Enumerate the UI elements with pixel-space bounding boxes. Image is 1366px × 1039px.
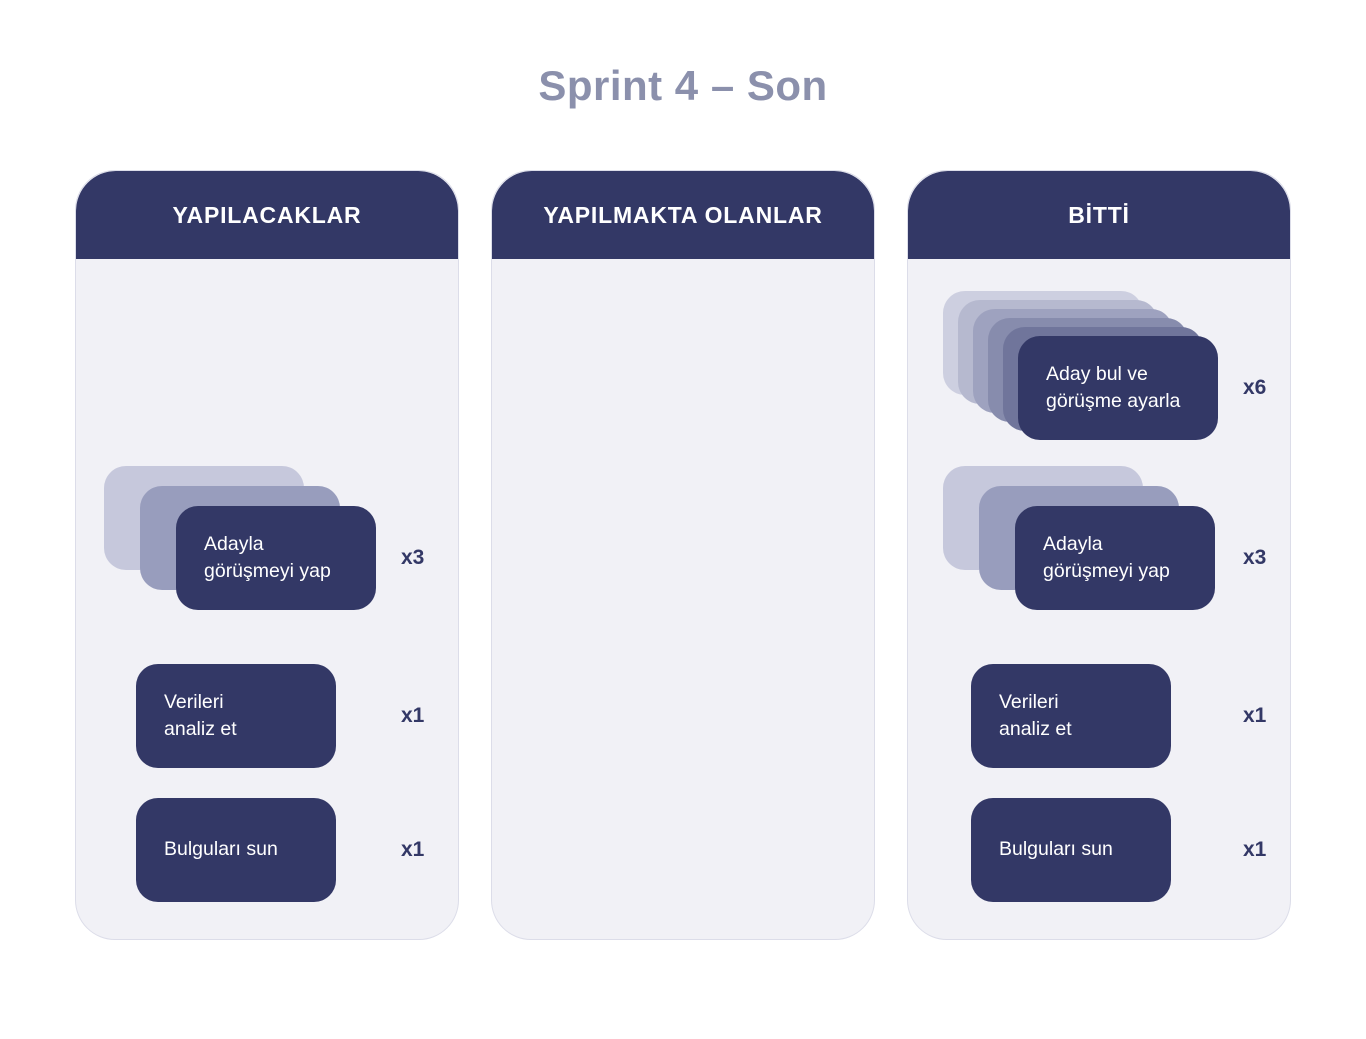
columns-container: YAPILACAKLAR Adayla görüşmeyi yap x3 Ver… [75,170,1291,940]
task-card[interactable]: Adayla görüşmeyi yap [1015,506,1215,610]
card-count: x6 [1243,376,1267,399]
column-header: BİTTİ [908,171,1290,259]
column-bitti: BİTTİ Aday bul ve görüşme ayarla x6 [907,170,1291,940]
column-title: YAPILMAKTA OLANLAR [543,201,823,228]
task-card-label: Adayla görüşmeyi yap [204,532,331,582]
task-card[interactable]: Verileri analiz et [136,664,336,768]
column-title: YAPILACAKLAR [172,201,362,228]
task-card[interactable]: Bulguları sun [971,798,1171,902]
task-card-label: Verileri analiz et [164,690,237,740]
task-card[interactable]: Adayla görüşmeyi yap [176,506,376,610]
card-count: x1 [401,838,425,861]
column-header: YAPILACAKLAR [76,171,458,259]
card-count: x1 [401,704,425,727]
card-count: x1 [1243,704,1267,727]
task-card[interactable]: Aday bul ve görüşme ayarla [1018,336,1218,440]
column-yapilacaklar: YAPILACAKLAR Adayla görüşmeyi yap x3 Ver… [75,170,459,940]
task-card-label: Bulguları sun [164,838,278,861]
card-count: x3 [401,546,425,569]
column-body: Aday bul ve görüşme ayarla x6 Adayla gör… [908,259,1290,939]
column-body [492,259,874,939]
task-card-label: Adayla görüşmeyi yap [1043,532,1170,582]
page-title: Sprint 4 – Son [538,62,828,109]
column-header: YAPILMAKTA OLANLAR [492,171,874,259]
task-card-label: Verileri analiz et [999,690,1072,740]
card-count: x3 [1243,546,1267,569]
card-count: x1 [1243,838,1267,861]
column-body: Adayla görüşmeyi yap x3 Verileri analiz … [76,259,458,939]
task-card-label: Bulguları sun [999,838,1113,861]
task-card[interactable]: Verileri analiz et [971,664,1171,768]
column-title: BİTTİ [1068,201,1130,228]
task-card-label: Aday bul ve görüşme ayarla [1046,362,1181,412]
task-card[interactable]: Bulguları sun [136,798,336,902]
column-yapilmakta-olanlar: YAPILMAKTA OLANLAR [491,170,875,940]
